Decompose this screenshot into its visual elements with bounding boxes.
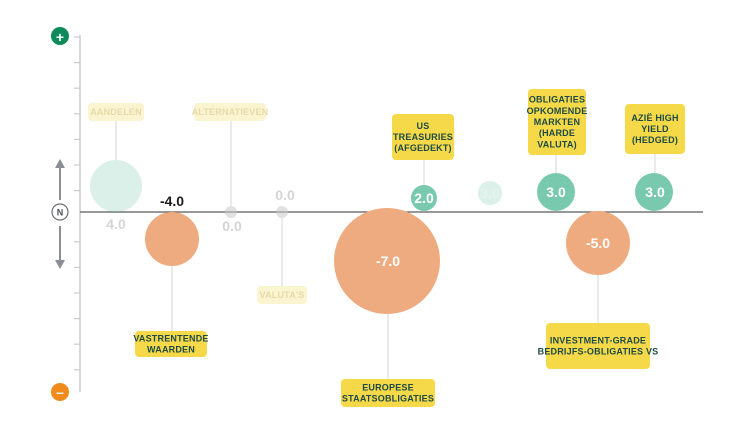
category-label: ALTERNATIEVEN <box>192 107 269 117</box>
category-label: VALUTA'S <box>260 290 305 300</box>
category-label: AANDELEN <box>90 107 142 117</box>
bubble <box>478 181 502 205</box>
bubble <box>334 208 440 314</box>
minus-circle <box>51 383 69 401</box>
category-label-box <box>88 103 144 121</box>
data-label: -5.0 <box>586 235 610 251</box>
category-label-box <box>546 323 650 369</box>
category-label-box <box>194 103 266 121</box>
category-label-box <box>135 331 207 357</box>
category-label-box <box>625 104 685 154</box>
neutral-marker: N <box>51 203 69 221</box>
data-label: 0.0 <box>222 218 242 234</box>
data-label: -4.0 <box>160 193 184 209</box>
neutral-circle <box>51 203 69 221</box>
data-label: 3.0 <box>480 185 500 201</box>
up-arrow-icon <box>55 159 65 168</box>
category-label-box <box>257 286 307 304</box>
data-label: 0.0 <box>275 187 295 203</box>
bubble <box>537 173 575 211</box>
data-label: -7.0 <box>376 253 400 269</box>
bubble <box>145 212 199 266</box>
category-label-box <box>392 114 454 160</box>
neutral-symbol: N <box>57 208 64 218</box>
bubble <box>635 173 673 211</box>
minus-symbol: – <box>56 384 64 400</box>
data-label: 3.0 <box>645 184 665 200</box>
data-label: 4.0 <box>106 216 126 232</box>
plus-icon: + <box>51 27 69 45</box>
category-label-box <box>528 89 586 155</box>
bubble-point: 0.0 ALTERNATIEVEN <box>192 103 269 234</box>
plus-symbol: + <box>56 29 64 45</box>
bubble-point: 3.0 <box>478 181 502 205</box>
bubble <box>225 206 237 218</box>
minus-icon: – <box>51 383 69 401</box>
data-label: 3.0 <box>546 184 566 200</box>
bubble <box>566 211 630 275</box>
bubble <box>411 185 437 211</box>
category-label-box <box>341 379 435 407</box>
bubble-point: 4.0 AANDELEN <box>88 103 144 232</box>
bubble <box>90 160 142 212</box>
down-arrow-icon <box>55 260 65 269</box>
data-label: 2.0 <box>414 190 434 206</box>
plus-circle <box>51 27 69 45</box>
bubble <box>276 206 288 218</box>
